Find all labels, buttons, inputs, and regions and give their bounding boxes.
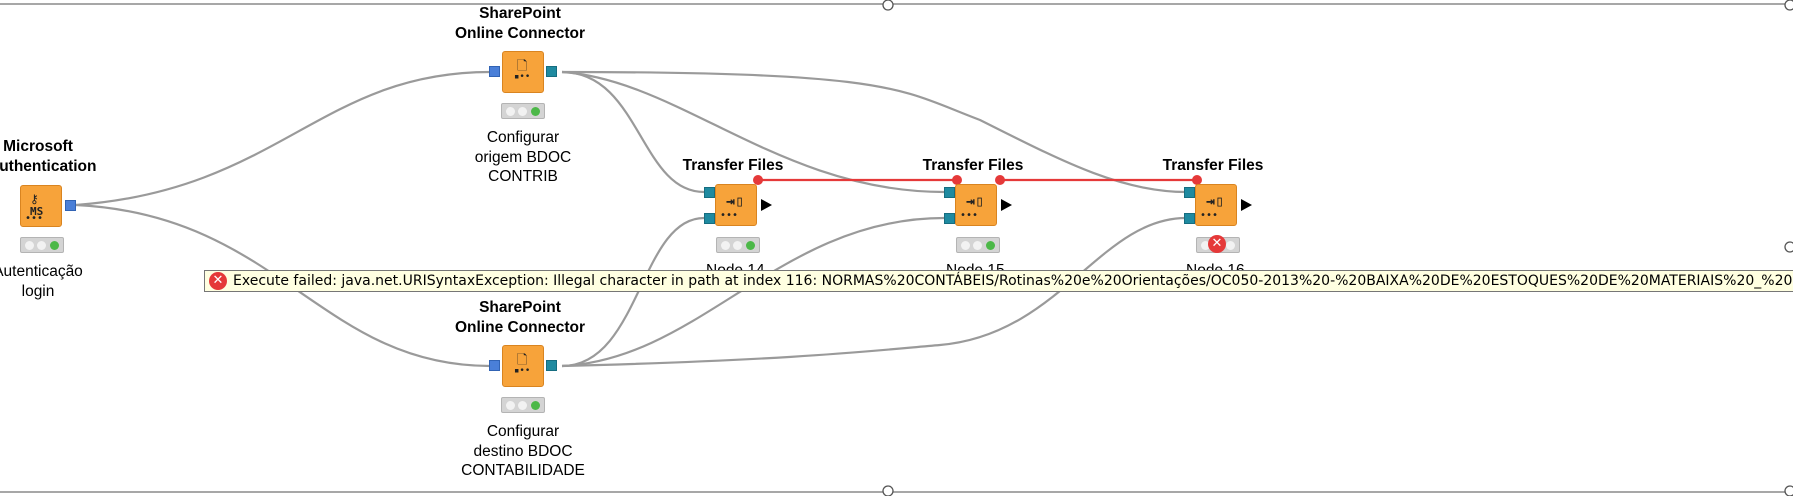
dots-icon: •••	[25, 213, 44, 224]
transfer-files-icon: ⇥▯	[966, 192, 985, 210]
dots-icon: •••	[1200, 210, 1219, 221]
resize-handle-top[interactable]	[882, 0, 894, 11]
node-title-sp-dest: SharePoint Online Connector	[454, 299, 586, 336]
flow-variable-port-node14-out[interactable]	[753, 175, 763, 185]
status-light-green	[986, 241, 995, 250]
status-light-red	[506, 401, 515, 410]
status-light-red	[1201, 241, 1210, 250]
node-title-node14: Transfer Files	[682, 157, 784, 174]
edge-sp-origin-to-node15[interactable]	[561, 70, 945, 194]
sharepoint-icon: 🗋	[517, 353, 528, 368]
flow-variable-port-node15-out[interactable]	[995, 175, 1005, 185]
status-light-yellow	[518, 107, 527, 116]
flow-variable-port-node15-in[interactable]	[952, 175, 962, 185]
input-port-credentials[interactable]	[489, 360, 500, 371]
node-status-node15	[956, 237, 1000, 253]
node-body[interactable]: 🗋 ▪••	[502, 51, 544, 93]
input-port-credentials[interactable]	[489, 66, 500, 77]
node-body[interactable]: ⚷ MS •••	[20, 185, 62, 227]
status-light-yellow	[518, 401, 527, 410]
node-status-sp-origin	[501, 103, 545, 119]
resize-handle-bottom-right[interactable]	[1784, 485, 1793, 496]
node-title-node16: Transfer Files	[1162, 157, 1264, 174]
node-status-auth	[20, 237, 64, 253]
flow-variable-port-node16-in[interactable]	[1192, 175, 1202, 185]
input-port-destination[interactable]	[944, 213, 955, 224]
input-port-destination[interactable]	[704, 213, 715, 224]
edge-sp-origin-to-node14[interactable]	[561, 70, 705, 194]
node-body[interactable]: ⇥▯ •••	[1195, 184, 1237, 226]
edge-sp-origin-to-node16[interactable]	[561, 70, 1187, 194]
node-title-auth: Microsoft Authentication	[0, 138, 97, 175]
edge-sp-dest-to-node14[interactable]	[561, 216, 705, 368]
status-light-green	[531, 107, 540, 116]
node-title-node15: Transfer Files	[922, 157, 1024, 174]
output-port-connection[interactable]	[546, 360, 557, 371]
node-status-node14	[716, 237, 760, 253]
node-body[interactable]: 🗋 ▪••	[502, 345, 544, 387]
node-transfer-files-15[interactable]: ⇥▯ •••	[944, 184, 1024, 229]
input-port-destination[interactable]	[1184, 213, 1195, 224]
node-caption-sp-dest[interactable]: Configurar destino BDOC CONTABILIDADE	[461, 423, 585, 479]
resize-handle-top-right[interactable]	[1784, 0, 1793, 11]
input-port-source[interactable]	[704, 187, 715, 198]
node-transfer-files-16[interactable]: ⇥▯ •••	[1184, 184, 1264, 229]
node-status-sp-dest	[501, 397, 545, 413]
error-icon: ✕	[209, 272, 227, 290]
transfer-files-icon: ⇥▯	[726, 192, 745, 210]
output-port-table[interactable]	[1001, 199, 1012, 211]
status-light-green	[50, 241, 59, 250]
status-light-green	[746, 241, 755, 250]
status-light-green	[1226, 241, 1235, 250]
node-body[interactable]: ⇥▯ •••	[715, 184, 757, 226]
status-light-green	[531, 401, 540, 410]
node-caption-auth[interactable]: Autenticação login	[0, 263, 83, 300]
edge-auth-to-sp-origin[interactable]	[75, 70, 491, 207]
node-transfer-files-14[interactable]: ⇥▯ •••	[704, 184, 784, 229]
node-body[interactable]: ⇥▯ •••	[955, 184, 997, 226]
status-light-red	[25, 241, 34, 250]
error-icon[interactable]: ✕	[1208, 235, 1226, 253]
resize-handle-right[interactable]	[1784, 241, 1793, 253]
output-port-credentials[interactable]	[65, 200, 76, 211]
input-port-source[interactable]	[1184, 187, 1195, 198]
transfer-files-icon: ⇥▯	[1206, 192, 1225, 210]
dots-icon: •••	[720, 210, 739, 221]
status-light-yellow	[37, 241, 46, 250]
status-light-yellow	[733, 241, 742, 250]
edge-sp-dest-to-node16[interactable]	[561, 216, 1187, 368]
status-light-yellow	[973, 241, 982, 250]
node-microsoft-authentication[interactable]: ⚷ MS •••	[20, 185, 80, 230]
status-light-red	[721, 241, 730, 250]
dots-icon: ▪••	[514, 72, 531, 82]
sharepoint-icon: 🗋	[517, 59, 528, 74]
output-port-connection[interactable]	[546, 66, 557, 77]
node-sharepoint-origin[interactable]: 🗋 ▪••	[489, 51, 564, 96]
output-port-table[interactable]	[761, 199, 772, 211]
error-message: Execute failed: java.net.URISyntaxExcept…	[233, 273, 1793, 289]
dots-icon: ▪••	[514, 366, 531, 376]
status-light-red	[506, 107, 515, 116]
node-title-sp-origin: SharePoint Online Connector	[454, 5, 586, 42]
error-tooltip: ✕ Execute failed: java.net.URISyntaxExce…	[204, 270, 1793, 292]
status-light-red	[961, 241, 970, 250]
resize-handle-bottom[interactable]	[882, 485, 894, 496]
key-icon: ⚷	[30, 192, 39, 206]
input-port-source[interactable]	[944, 187, 955, 198]
node-caption-sp-origin[interactable]: Configurar origem BDOC CONTRIB	[474, 129, 572, 185]
node-sharepoint-destination[interactable]: 🗋 ▪••	[489, 345, 564, 390]
output-port-table[interactable]	[1241, 199, 1252, 211]
ms-icon-text: MS	[30, 205, 44, 218]
dots-icon: •••	[960, 210, 979, 221]
